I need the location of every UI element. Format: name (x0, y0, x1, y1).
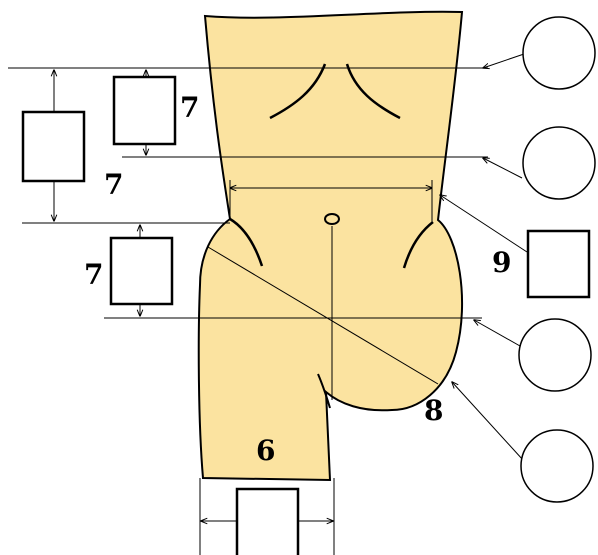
waist-box-number: 7 (104, 168, 123, 201)
navel (324, 213, 340, 225)
pointer-underbust (483, 158, 523, 179)
underbust-circle (522, 126, 596, 200)
pointer-diagonal (452, 382, 524, 461)
right-waist-curve (402, 221, 434, 269)
side-box (526, 229, 591, 299)
left-outer-box (21, 110, 86, 183)
left-chest-curve (269, 63, 327, 120)
right-chest-curve (345, 63, 401, 120)
pointer-side (440, 195, 528, 253)
hip-box-number: 7 (84, 258, 103, 291)
hip-box (109, 236, 174, 306)
left-waist-curve (229, 217, 264, 267)
hip-diagonal-line (207, 246, 439, 385)
leg-box (235, 487, 300, 555)
leg-number: 6 (256, 434, 275, 467)
hip-circle (518, 318, 592, 392)
diagonal-circle (520, 429, 594, 503)
pointer-chest (483, 53, 525, 68)
torso-silhouette (197, 10, 464, 482)
hip-diagonal-number: 8 (424, 394, 443, 427)
side-box-number: 9 (492, 246, 511, 279)
pointer-hip (474, 320, 521, 347)
upper-inner-box (112, 75, 177, 146)
leg-split-curve (317, 373, 331, 409)
upper-box-number: 7 (180, 91, 199, 124)
chest-circle (522, 16, 596, 90)
